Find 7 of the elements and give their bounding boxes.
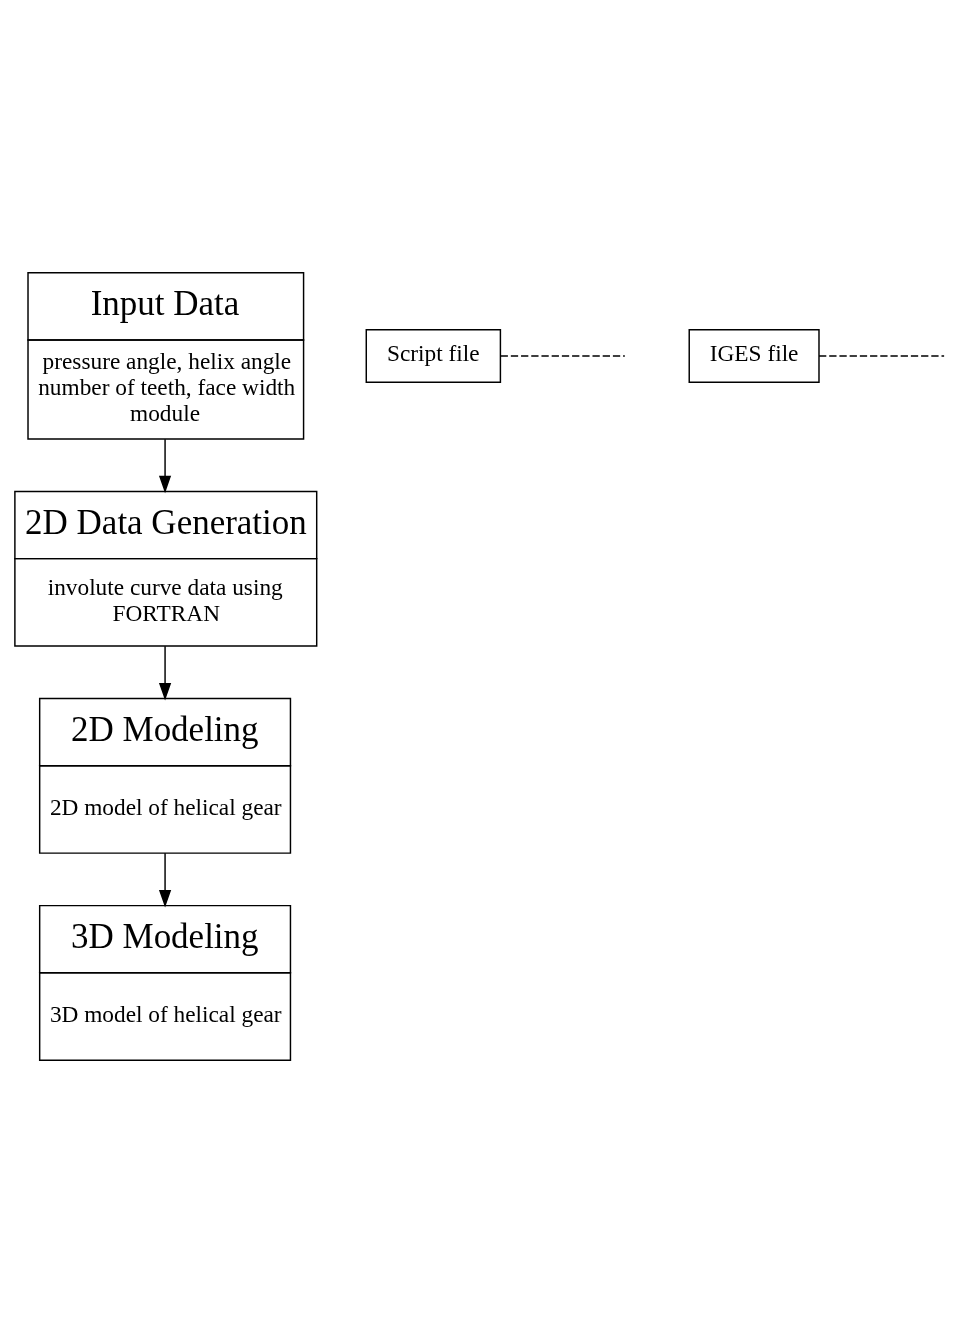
connector — [499, 354, 626, 357]
connector — [818, 354, 945, 357]
arrow — [158, 852, 172, 908]
node-box: Script file — [365, 328, 502, 383]
arrow — [158, 645, 172, 701]
node-box: IGES file — [688, 328, 820, 383]
arrow — [158, 437, 172, 493]
